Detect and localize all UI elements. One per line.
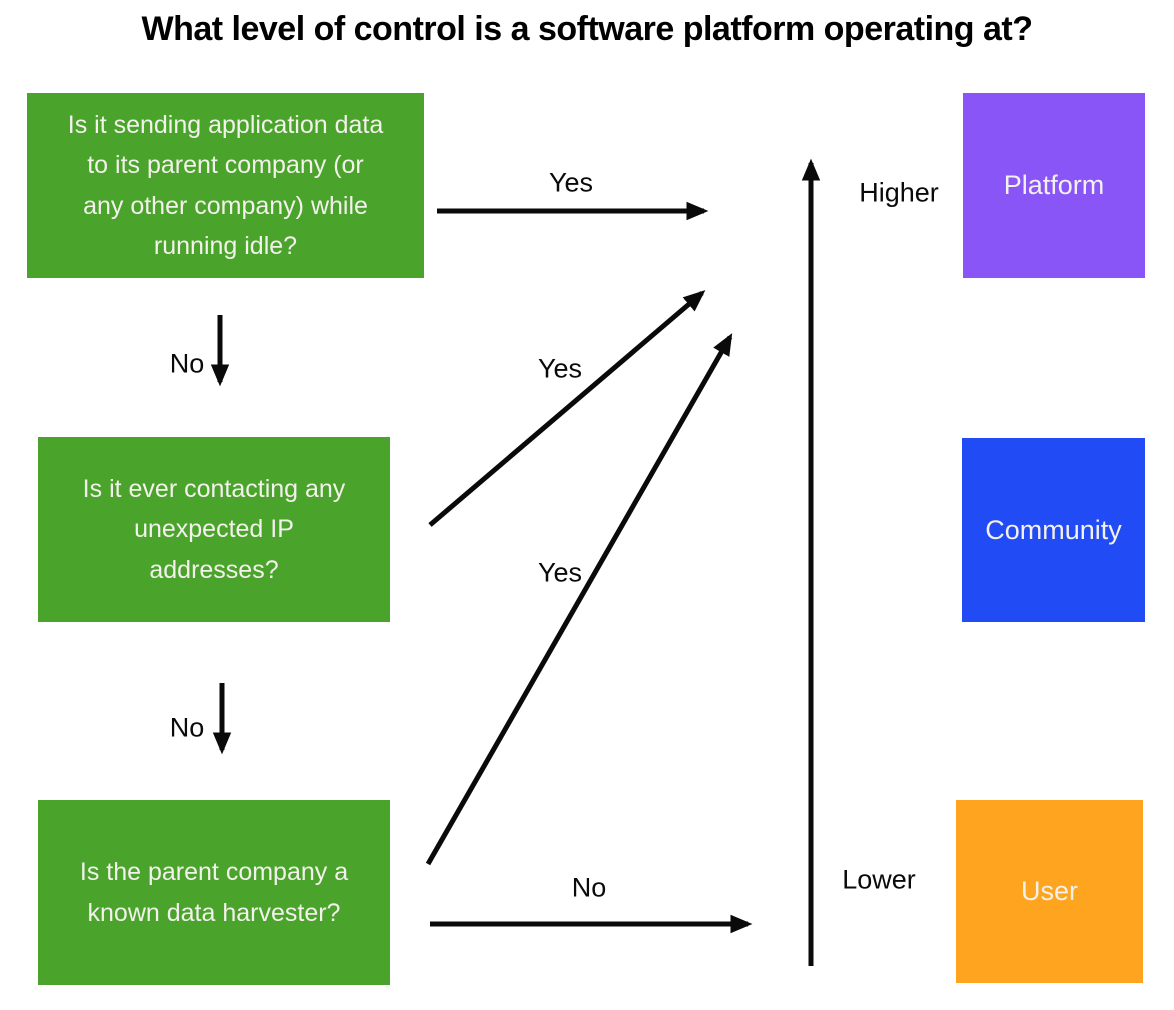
question-box-data-harvester: Is the parent company a known data harve… (38, 800, 390, 985)
edge-label-yes-top: Yes (548, 167, 594, 198)
yes-arrow-q3-up (425, 333, 733, 866)
level-box-community: Community (962, 438, 1145, 622)
question-box-idle-data: Is it sending application data to its pa… (27, 93, 424, 278)
axis-label-lower: Lower (842, 864, 916, 895)
edge-label-yes-low: Yes (537, 557, 583, 588)
edge-label-no-bottom: No (571, 872, 607, 903)
question-box-unexpected-ip: Is it ever contacting any unexpected IP … (38, 437, 390, 622)
level-box-platform: Platform (963, 93, 1145, 278)
edge-label-no-1: No (169, 348, 205, 379)
yes-arrow-q2-up (428, 290, 706, 527)
axis-label-higher: Higher (859, 177, 939, 208)
level-box-user: User (956, 800, 1143, 983)
page-title: What level of control is a software plat… (141, 10, 1033, 48)
edge-label-no-2: No (169, 712, 205, 743)
edge-label-yes-mid: Yes (537, 353, 583, 384)
